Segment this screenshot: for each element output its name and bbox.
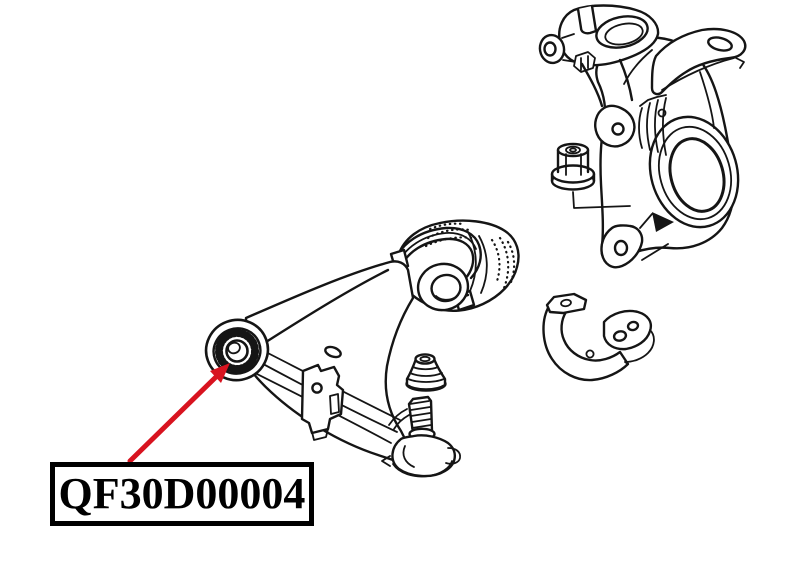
balljoint-wire	[388, 408, 410, 430]
knuckle-contours	[623, 49, 715, 129]
bracket-prong-hole	[585, 349, 595, 359]
part-number-text: QF30D00004	[58, 469, 306, 518]
boot-hatch	[407, 366, 445, 383]
u-bracket-drawing	[542, 292, 655, 382]
dome-flange	[392, 460, 453, 478]
mid-bracket-slot	[329, 393, 340, 415]
pointer-arrow-head	[210, 363, 230, 383]
dome-inner-arc	[402, 445, 415, 468]
pinch-boss-links	[561, 33, 577, 63]
nut-leader-line	[572, 191, 631, 209]
bracket-fold	[624, 329, 655, 365]
hub-tab-dot	[657, 108, 667, 118]
nut-top-hole	[565, 145, 581, 155]
strut-bore-inner	[604, 22, 644, 46]
mid-bracket-step	[311, 428, 329, 441]
pointer-arrow-shaft	[127, 371, 222, 464]
pointer-arrow	[127, 363, 230, 464]
dome-left-tab	[381, 455, 391, 467]
nut-hex-facets	[565, 153, 582, 176]
pinch-boss-hole	[543, 41, 557, 57]
knuckle-ear-hole	[611, 122, 625, 136]
mid-bracket-hole	[311, 382, 323, 394]
nut-flange-side	[550, 172, 596, 183]
bracket-top-hole	[560, 298, 572, 308]
shadow-wedge	[652, 212, 674, 232]
ball-joint-drawing	[381, 395, 461, 478]
dome-right-clip	[445, 447, 461, 465]
knuckle-ribs	[638, 94, 667, 156]
rubber-dots-right	[490, 236, 516, 290]
front-bushing-bore	[225, 339, 249, 363]
bottom-lug-links	[639, 213, 669, 261]
bracket-prong	[542, 306, 630, 382]
bracket-hole-2	[626, 320, 640, 332]
steering-knuckle-drawing	[538, 4, 747, 269]
arm-inner-sweep	[264, 268, 390, 344]
knuckle-neck	[580, 58, 634, 108]
bracket-hole-1	[612, 330, 628, 342]
nut-top-hole-inner	[569, 147, 577, 153]
bushing-front-arc	[435, 295, 455, 301]
arm-mid-bracket	[300, 363, 345, 435]
pinch-nut	[573, 51, 596, 73]
rear-bushing-drawing	[389, 219, 520, 312]
stud-threads	[409, 400, 432, 429]
lower-control-arm-drawing	[204, 260, 415, 463]
hub-bore	[668, 137, 726, 213]
bushing-band-lines	[467, 231, 488, 294]
hub-ring-mid	[658, 125, 732, 221]
boot-top	[414, 353, 436, 365]
ball-joint-boot-drawing	[405, 353, 447, 392]
clamp-slot	[576, 4, 598, 35]
front-bushing-hatch	[215, 329, 259, 373]
front-bushing-sleeve	[227, 341, 241, 355]
clamp-strap-mid	[396, 232, 477, 266]
clamp-strap-outer	[392, 226, 482, 280]
bottom-lug-hole	[613, 239, 629, 257]
arm-oval-hole	[324, 345, 342, 359]
bracket-right-plate	[602, 309, 652, 351]
front-bushing-ring	[212, 327, 262, 375]
bushing-front-bore	[430, 273, 462, 303]
part-number-box: QF30D00004	[50, 462, 314, 526]
nut-hex-sides	[556, 148, 590, 174]
rubber-dots-top	[424, 222, 474, 248]
front-bushing-drawing	[204, 318, 270, 382]
steering-arm-edge	[661, 57, 745, 91]
steering-arm-hole	[707, 36, 733, 52]
boot-top-hole	[419, 355, 431, 363]
clamp-strap-inner	[398, 237, 475, 281]
balljoint-dome	[391, 434, 456, 478]
control-arm-outline	[244, 260, 415, 463]
knuckle-nut-drawing	[550, 142, 631, 209]
